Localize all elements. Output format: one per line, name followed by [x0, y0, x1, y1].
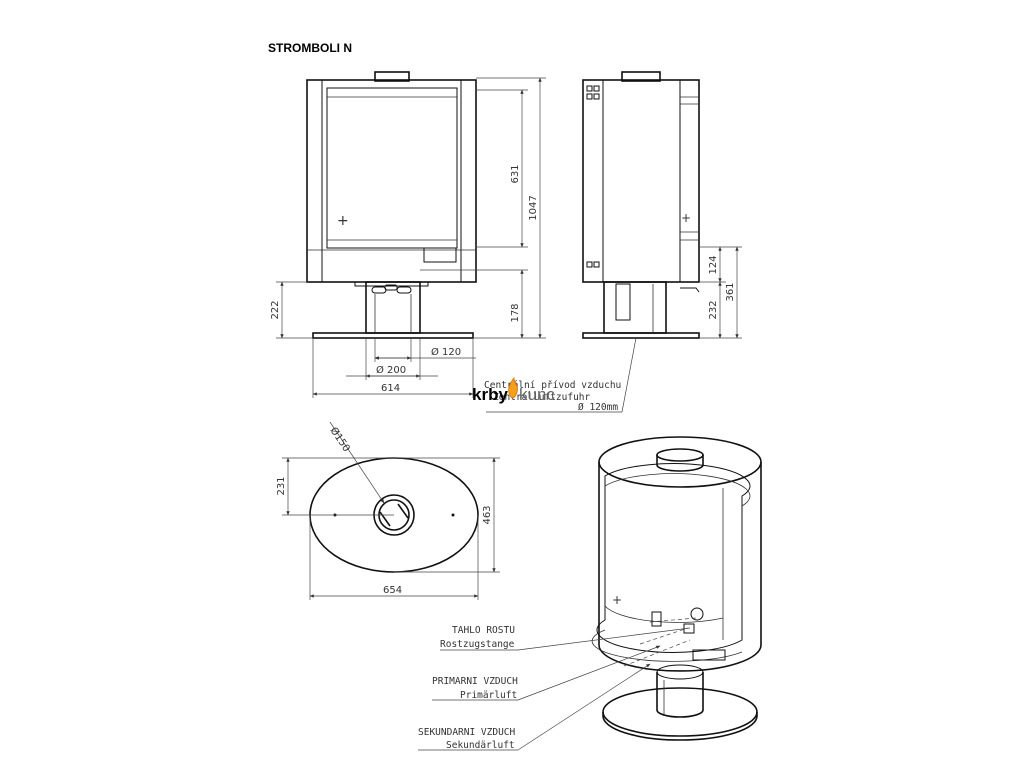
dim-124: 124	[708, 255, 719, 274]
flue-collar-side	[621, 71, 661, 82]
svg-text:kunc: kunc	[519, 385, 555, 404]
dim-231: 231	[276, 476, 287, 495]
stove-body-perspective	[598, 462, 762, 672]
side-dimensions: 124 232 361	[699, 246, 742, 339]
grate-rod-label-de: Rostzugstange	[440, 639, 515, 650]
primary-air-label-cz: PRIMARNI VZDUCH	[432, 676, 518, 687]
side-view: +	[582, 71, 700, 339]
dim-178: 178	[510, 303, 521, 322]
dim-232: 232	[708, 300, 719, 319]
secondary-air-label-cz: SEKUNDARNI VZDUCH	[418, 727, 516, 738]
svg-text:+: +	[612, 593, 622, 607]
drawing-title: STROMBOLI N	[268, 41, 352, 55]
dim-1047: 1047	[528, 195, 539, 220]
svg-text:krby: krby	[472, 385, 508, 404]
top-plate-perspective	[598, 436, 762, 488]
dim-diameter-200: Ø 200	[376, 364, 406, 376]
base-plate-perspective	[602, 687, 758, 737]
dim-614: 614	[381, 383, 400, 394]
central-air-annotation: Centrální přívod vzduchu Zentralluftzufu…	[484, 337, 637, 413]
front-dimensions: 631 1047 178 222 Ø 120 Ø 200 614	[270, 77, 546, 398]
grate-rod-label-cz: TAHLO ROSTU	[452, 625, 515, 636]
stove-body-front	[306, 79, 477, 283]
dim-222: 222	[270, 300, 281, 319]
flue-collar-front	[374, 71, 410, 82]
primary-air-label-de: Primärluft	[460, 690, 517, 701]
dim-463: 463	[482, 505, 493, 524]
top-view: Ø150	[309, 421, 479, 573]
central-air-diameter: Ø 120mm	[578, 402, 618, 413]
glass-door-front	[326, 87, 458, 249]
central-air-label-de: Zentralluftzufuhr	[493, 392, 591, 403]
dim-631: 631	[510, 164, 521, 183]
svg-text:+: +	[337, 213, 349, 229]
svg-text:+: +	[681, 211, 691, 225]
glass-door-perspective	[596, 463, 751, 653]
dim-diameter-120: Ø 120	[431, 346, 461, 358]
dim-diameter-150: Ø150	[328, 425, 353, 454]
flue-collar-perspective	[656, 448, 704, 462]
central-air-label-cz: Centrální přívod vzduchu	[484, 380, 621, 391]
front-view: +	[306, 71, 477, 339]
dim-361: 361	[725, 282, 736, 301]
base-plate-front	[312, 332, 474, 339]
secondary-air-label-de: Sekundärluft	[446, 740, 515, 751]
krby-kunc-logo: krby kunc	[472, 376, 555, 404]
pedestal-side	[603, 281, 667, 334]
perspective-annotations: TAHLO ROSTU Rostzugstange PRIMARNI VZDUC…	[418, 617, 697, 751]
stove-body-side	[582, 79, 700, 283]
base-plate-side	[582, 332, 700, 339]
perspective-view: +	[591, 436, 762, 741]
dim-654: 654	[383, 585, 402, 596]
top-dimensions: 231 463 654	[276, 457, 500, 600]
